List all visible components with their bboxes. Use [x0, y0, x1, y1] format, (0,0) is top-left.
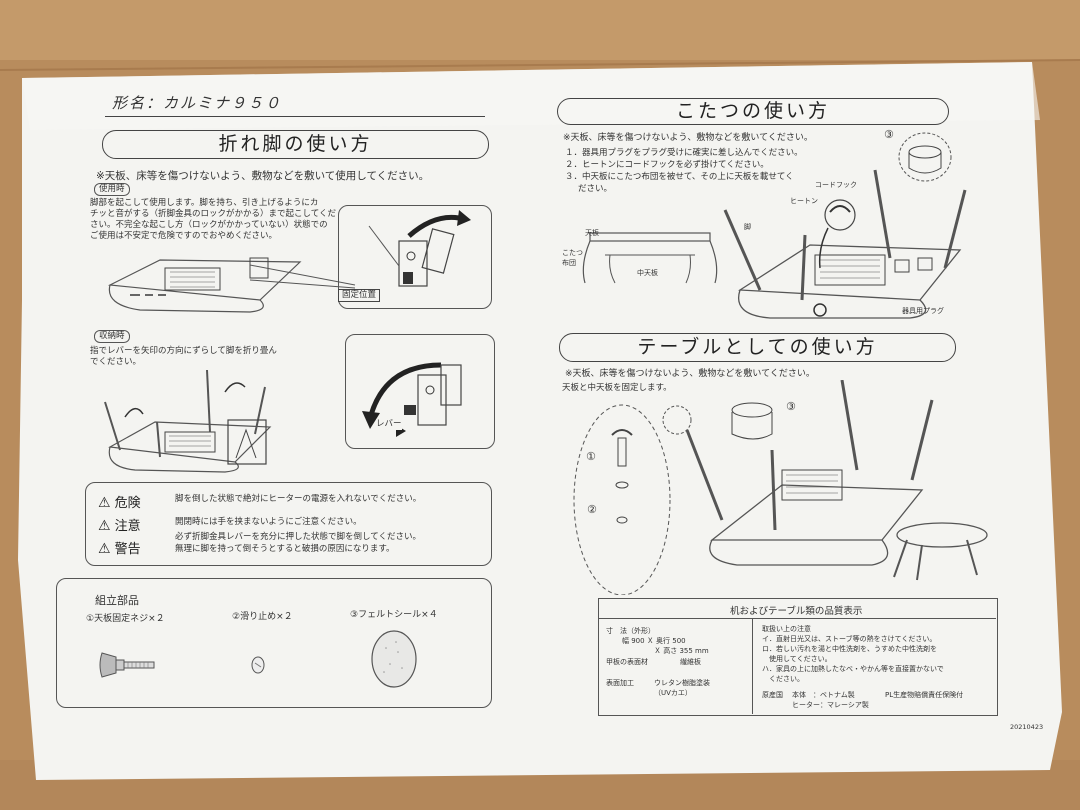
- store-tag: 収納時: [94, 330, 130, 343]
- finish-sub: （UVカエ）: [654, 689, 692, 697]
- hinge-store-detail-box: [345, 334, 495, 449]
- size-line2: Ｘ 高さ 355 mm: [654, 647, 709, 655]
- warning-triangle-icon: ⚠: [98, 495, 111, 511]
- label-plug: 器具用プラグ: [902, 307, 944, 315]
- hinge-use-illustration: [368, 210, 471, 287]
- warnings-box: [85, 482, 492, 566]
- care-title: 取扱い上の注意: [762, 625, 811, 633]
- kotatsu-side-illustration: [582, 232, 718, 284]
- hinge-use-detail-box: [338, 205, 492, 309]
- table-num: ②: [587, 503, 597, 516]
- quality-title-divider: [598, 618, 996, 619]
- care-line: ハ．家具の上に加熱したなべ・やかん等を直接置かないで: [762, 665, 944, 673]
- table-usage-title: テーブルとしての使い方: [559, 333, 956, 362]
- part-label: ③フェルトシール×４: [350, 610, 438, 620]
- print-code: 20210423: [1010, 723, 1044, 731]
- label-ashi: 脚: [744, 223, 751, 231]
- use-text-line: チッと音がする（折脚金具のロックがかかる）まで起こしてくだ: [90, 209, 336, 219]
- origin-heater: ヒーター：マレーシア製: [792, 701, 869, 709]
- store-text-line: 指でレバーを矢印の方向にずらして脚を折り畳ん: [90, 346, 277, 356]
- quality-column-divider: [752, 618, 753, 714]
- table-caution: ※天板、床等を傷つけないよう、敷物などを敷いてください。: [565, 369, 815, 379]
- lever-label: レバー: [376, 419, 402, 430]
- table-num: ①: [586, 450, 596, 463]
- label-nakatenban: 中天板: [637, 269, 658, 277]
- kotatsu-step: １．器具用プラグをプラグ受けに確実に差し込んでください。: [565, 148, 803, 158]
- label-heaton: ヒートン: [790, 197, 818, 205]
- warning-alert-extra: 無理に脚を持って倒そうとすると破損の原因になります。: [175, 544, 395, 554]
- anti-slip-pad-icon: [251, 656, 265, 674]
- material-value: 繊維板: [680, 658, 701, 666]
- warning-danger-text: 脚を倒した状態で絶対にヒーターの電源を入れないでください。: [175, 494, 422, 504]
- kotatsu-caution: ※天板、床等を傷つけないよう、敷物などを敷いてください。: [563, 133, 813, 143]
- part-label: ①天板固定ネジ×２: [86, 614, 165, 624]
- pl-insurance-text: PL生産物賠償責任保険付: [885, 691, 964, 699]
- material-label: 甲板の表面材: [606, 658, 648, 666]
- table-assembly-illustration: [573, 380, 988, 595]
- quality-label-table: [598, 598, 998, 716]
- warning-caution: ⚠注意: [98, 518, 141, 534]
- care-line: 使用してください。: [762, 655, 832, 663]
- kotatsu-step: ださい。: [578, 184, 613, 194]
- quality-title: 机およびテーブル類の品質表示: [730, 606, 863, 617]
- warning-alert-text: 必ず折脚金具レバーを充分に押した状態で脚を倒してください。: [175, 532, 421, 542]
- origin-body: 本体 ：ベトナム製: [792, 691, 855, 699]
- table-num: ③: [786, 400, 796, 413]
- parts-box: [56, 578, 492, 708]
- left-caution: ※天板、床等を傷つけないよう、敷物などを敷いて使用してください。: [96, 170, 430, 182]
- origin-label: 原産国: [762, 691, 783, 699]
- use-tag: 使用時: [94, 183, 130, 196]
- care-line: ください。: [762, 675, 804, 683]
- kotatsu-perspective-illustration: [723, 169, 967, 319]
- label-num3-kotatsu: ③: [884, 128, 894, 141]
- model-label: 形名：カルミナ９５０: [112, 94, 283, 112]
- hinge-store-illustration: [362, 362, 462, 437]
- felt-seal-icon: [371, 630, 417, 688]
- folded-hinge-zoom: [227, 419, 267, 465]
- folding-legs-title: 折れ脚の使い方: [102, 130, 489, 159]
- part-label: ②滑り止め×２: [232, 612, 293, 622]
- warning-triangle-icon: ⚠: [98, 518, 111, 534]
- table-use-illustration: [107, 257, 302, 313]
- warning-alert: ⚠警告: [98, 541, 141, 557]
- label-tenban: 天板: [585, 229, 599, 237]
- use-text-line: ご使用は不安定で危険ですのでおやめください。: [90, 231, 278, 241]
- finish-label: 表面加工: [606, 679, 634, 687]
- parts-title: 組立部品: [95, 594, 139, 607]
- use-text-line: 脚部を起こして使用します。脚を持ち、引き上げるようにカ: [90, 198, 319, 208]
- table-store-illustration: [104, 369, 272, 473]
- care-line: イ．直射日光又は、ストーブ等の熱をさけてください。: [762, 635, 937, 643]
- screw-icon: [99, 652, 155, 678]
- felt-seal-zoom-kotatsu: [898, 132, 952, 182]
- warning-caution-text: 開閉時には手を挟まないようにご注意ください。: [175, 517, 362, 527]
- kotatsu-step: ２．ヒートンにコードフックを必ず掛けてください。: [565, 160, 769, 170]
- warning-triangle-icon: ⚠: [98, 541, 111, 557]
- pointer-line: [250, 264, 356, 289]
- label-cord-hook: コードフック: [815, 181, 857, 189]
- table-fix-text: 天板と中天板を固定します。: [562, 383, 672, 393]
- kotatsu-step: ３．中天板にこたつ布団を被せて、その上に天板を載せてく: [565, 172, 794, 182]
- finish-value: ウレタン樹脂塗装: [654, 679, 710, 687]
- kotatsu-title: こたつの使い方: [557, 98, 949, 125]
- use-text-line: さい。不完全な起こし方（ロックがかかっていない）状態での: [90, 220, 328, 230]
- warning-danger: ⚠危険: [98, 495, 141, 511]
- size-line1: 幅 900 Ｘ 奥行 500: [622, 637, 686, 645]
- care-line: ロ．若しい汚れを湯と中性洗剤を、うすめた中性洗剤を: [762, 645, 937, 653]
- label-kotatsu-futon: こたつ: [562, 249, 583, 257]
- label-kotatsu-futon: 布団: [562, 259, 576, 267]
- store-text-line: でください。: [90, 357, 142, 367]
- fixed-position-label: 固定位置: [338, 289, 381, 302]
- size-label: 寸 法（外形）: [606, 627, 655, 635]
- model-underline: [105, 116, 485, 117]
